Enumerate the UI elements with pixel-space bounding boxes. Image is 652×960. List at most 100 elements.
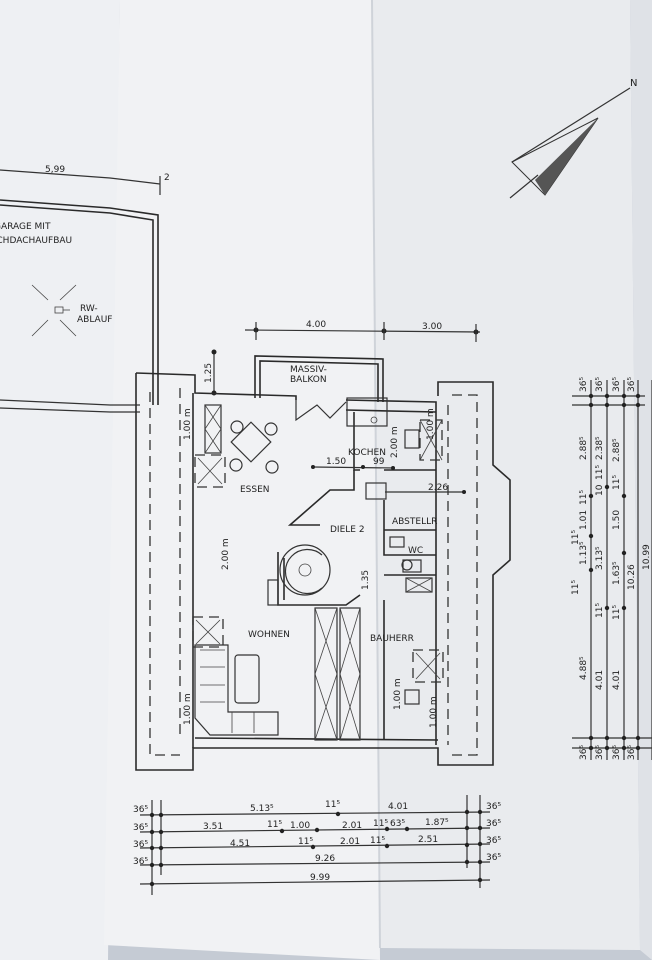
dim-b2-2: 11⁵ — [267, 820, 282, 830]
dim-r3-7: 36⁵ — [612, 745, 622, 760]
dim-b3-3: 2.01 — [340, 837, 360, 847]
dim-r3-3: 1.50 — [612, 510, 622, 530]
dim-b2-1: 3.51 — [203, 822, 223, 832]
dim-100-dining: 1.00 m — [183, 408, 193, 440]
dim-b4-1: 9.26 — [315, 854, 335, 864]
drain-label-2: ABLAUF — [77, 315, 112, 325]
dim-r2-1: 2.38⁵ — [595, 436, 605, 460]
dim-b2-4: 2.01 — [342, 821, 362, 831]
dim-b3-5: 2.51 — [418, 835, 438, 845]
dim-top-right: 3.00 — [422, 322, 442, 332]
label-wc: WC — [408, 546, 423, 556]
dim-balcony-depth: 1.25 — [204, 363, 214, 383]
dim-b3-0: 36⁵ — [133, 840, 148, 850]
garage-label-line2: FLACHDACHAUFBAU — [0, 236, 72, 246]
dim-b2-5: 11⁵ — [373, 819, 388, 829]
coffee-table — [234, 654, 260, 704]
label-balcony-1: MASSIV- — [290, 365, 327, 375]
wc-icon — [401, 559, 422, 573]
dim-100-bedroom-a: 1.00 m — [393, 678, 403, 710]
dim-r2-2: 11⁵ — [595, 465, 605, 480]
dim-r1-1: 2.88⁵ — [579, 436, 589, 460]
garage: 5,99 2 GARAGE MIT FLACHDACHAUFBAU RW- AB… — [0, 165, 170, 413]
drain-label-1: RW- — [80, 304, 98, 314]
dim-b4-0: 36⁵ — [133, 857, 148, 867]
drain-icon — [31, 284, 77, 337]
label-bedroom: BAUHERR — [370, 634, 414, 644]
bedside-table — [404, 689, 420, 705]
paper-left-panel — [0, 0, 120, 960]
room-labels: MASSIV- BALKON KOCHEN ESSEN DIELE 2 ABST… — [240, 365, 437, 644]
sink-icon — [389, 536, 405, 548]
dim-r2-7: 36⁵ — [595, 745, 605, 760]
dim-r1-5: 1.13⁵ — [579, 541, 589, 565]
garage-label-line1: GARAGE MIT — [0, 222, 51, 232]
dim-r1-7: 4.88⁵ — [579, 656, 589, 680]
dim-b3-2: 11⁵ — [298, 837, 313, 847]
dim-r1-8: 36⁵ — [579, 745, 589, 760]
dim-200-living: 2.00 m — [221, 538, 231, 570]
dim-b2-0: 36⁵ — [133, 823, 148, 833]
dim-135: 1.35 — [361, 570, 371, 590]
label-living: WOHNEN — [248, 630, 290, 640]
dim-r1-3: 1.01 — [579, 510, 589, 530]
dim-top-left: 4.00 — [306, 320, 326, 330]
label-kitchen: KOCHEN — [348, 448, 386, 458]
dim-b2-8: 36⁵ — [486, 819, 501, 829]
paper-right-panel — [372, 0, 640, 950]
cabinet-icons — [192, 404, 444, 683]
garage-width-label: 5,99 — [45, 165, 65, 175]
dim-b1-1: 5.13⁵ — [250, 804, 274, 814]
label-storage: ABSTELLR — [392, 517, 437, 527]
dim-r1-6: 11⁵ — [571, 580, 581, 595]
dim-r5-0: 10.99 — [642, 544, 652, 570]
dim-100-bedroom-b: 1.00 m — [429, 696, 439, 728]
dim-99: 99 — [373, 457, 385, 467]
axis-marker: 2 — [164, 173, 170, 183]
dim-r1-2: 11⁵ — [579, 490, 589, 505]
sofa-icon — [194, 644, 279, 736]
dim-r3-6: 4.01 — [612, 670, 622, 690]
bottom-dimensions: 36⁵ 5.13⁵ 11⁵ 4.01 36⁵ 36⁵ 3.51 11⁵ 1.00… — [133, 795, 501, 895]
dim-r2-4: 3.13⁵ — [595, 546, 605, 570]
label-balcony-2: BALKON — [290, 375, 327, 385]
dim-150: 1.50 — [326, 457, 346, 467]
dim-226: 2.26 — [428, 483, 448, 493]
spiral-stair-icon — [279, 544, 331, 596]
dim-b1-0: 36⁵ — [133, 805, 148, 815]
label-dining: ESSEN — [240, 485, 270, 495]
paper-center-panel — [104, 0, 380, 960]
paper-edge — [630, 0, 652, 960]
label-hall: DIELE 2 — [330, 525, 365, 535]
dim-100-living: 1.00 m — [183, 693, 193, 725]
dim-r3-2: 11⁵ — [612, 475, 622, 490]
dim-r4-1: 10.26 — [627, 564, 637, 590]
dim-r1-4: 11⁵ — [571, 530, 581, 545]
dim-r3-0: 36⁵ — [612, 377, 622, 392]
kitchen-fixtures — [346, 397, 420, 500]
dim-b1-2: 11⁵ — [325, 800, 340, 810]
inner-dimensions: 1.50 99 2.26 2.00 m 1.00 m 1.00 m 2.00 m… — [183, 408, 466, 728]
dim-r2-3: 10 — [595, 484, 605, 496]
dim-b4-2: 36⁵ — [486, 853, 501, 863]
dim-r4-0: 36⁵ — [627, 377, 637, 392]
building-walls — [135, 355, 511, 771]
dim-r2-5: 11⁵ — [595, 603, 605, 618]
dim-r3-4: 1.63⁵ — [612, 561, 622, 585]
dim-b1-4: 36⁵ — [486, 802, 501, 812]
shelving-units — [314, 607, 361, 741]
dining-table-icon — [229, 420, 279, 474]
dim-r4-2: 36⁵ — [627, 745, 637, 760]
dim-b2-6: 63⁵ — [390, 819, 405, 829]
dim-r3-1: 2.88⁵ — [612, 438, 622, 462]
north-label: N — [630, 78, 637, 89]
dim-100-kitchen: 1.00 m — [426, 408, 436, 440]
north-arrow-icon: N — [509, 78, 637, 199]
dim-b1-3: 4.01 — [388, 802, 408, 812]
dim-b2-7: 1.87⁵ — [425, 818, 449, 828]
dim-r3-5: 11⁵ — [612, 605, 622, 620]
paper-fold — [371, 0, 381, 949]
furniture — [192, 397, 444, 741]
right-dimensions: 36⁵ 2.88⁵ 11⁵ 1.01 11⁵ 1.13⁵ 11⁵ 4.88⁵ 3… — [571, 377, 652, 760]
